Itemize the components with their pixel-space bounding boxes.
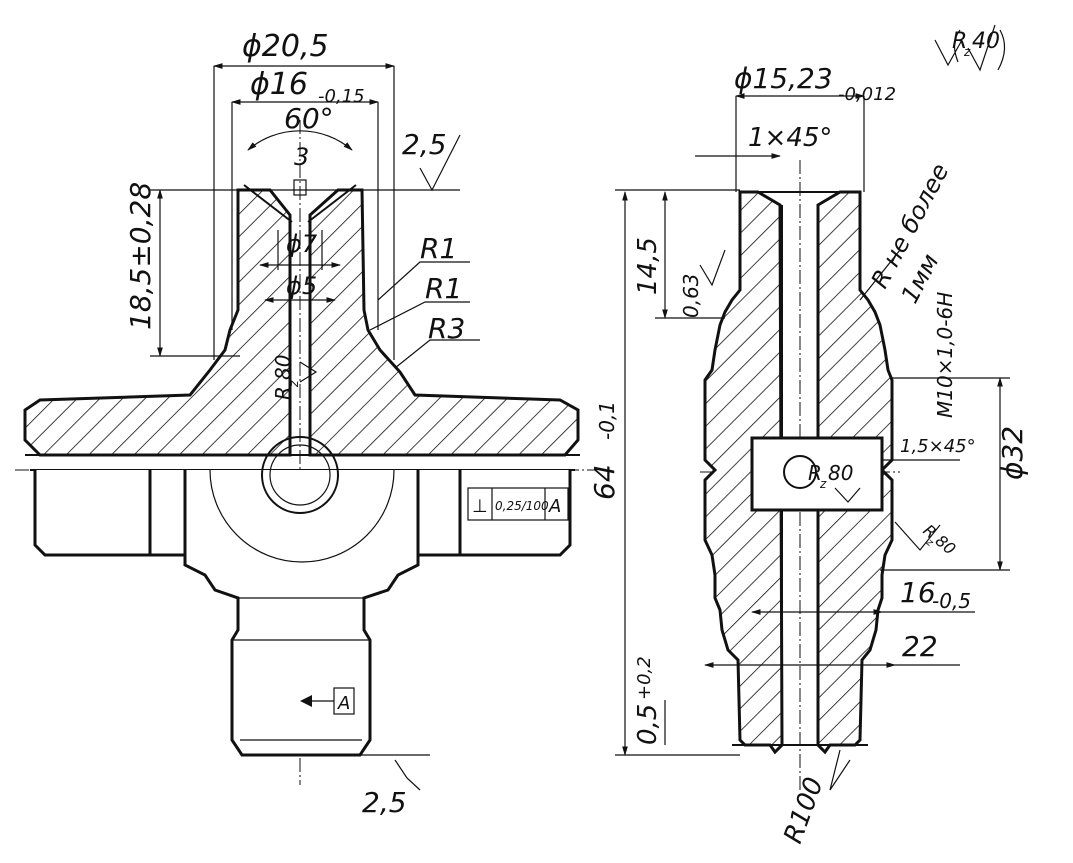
dim-top-dia: ϕ15,23 [734,62,833,95]
rough-general-r: R [952,29,967,54]
dim-16-tol: -0,5 [932,589,971,613]
dim-phi16-tol: -0,15 [318,86,365,107]
dim-slot-3: 3 [294,143,309,171]
rough-side-value: 0,63 [679,273,703,318]
rough-bottom-value: 2,5 [362,786,407,819]
radius-r1-a: R1 [420,232,457,265]
dim-thread: M10×1,0-6H [933,292,957,418]
left-ball-inner [269,444,331,506]
dim-total-tol: -0,1 [595,401,619,440]
dim-height-185: 18,5±0,28 [124,182,157,330]
left-cone-left [243,184,293,223]
dim-phi5: ϕ5 [286,272,317,300]
rough-top-value: 2,5 [402,128,447,161]
leader-radius-note [859,249,901,301]
rough-general-z: z [963,45,971,59]
dim-arc-60 [247,130,353,151]
leader-r1b [369,301,470,331]
perpendicularity-frame [467,487,569,521]
dim-total-64: 64 [588,464,621,500]
radius-r3: R3 [428,312,465,345]
right-view: R z 40 ϕ15,23 -0,012 1×45° 14,5 0,63 R н… [588,24,1029,848]
dim-phi205: ϕ20,5 [242,29,329,64]
dim-16: 16 [900,576,936,609]
rough-symbol-bottom [394,759,421,791]
rough-hole-r: R [808,461,822,485]
leader-r1a [377,261,470,301]
rough-bottom-r100: R100 [778,774,829,848]
left-view: ϕ20,5 ϕ16 -0,15 60° 3 ϕ7 ϕ5 18,5±0,28 R1… [15,29,595,819]
dim-phi16: ϕ16 [250,67,308,102]
dim-angle-60: 60° [284,102,334,135]
leader-r3 [394,339,480,369]
datum-a-label: A [337,693,350,714]
dim-phi32: ϕ32 [996,426,1029,480]
rough-symbol-bracket [953,29,1006,71]
dim-chamfer2: 1,5×45° [900,436,976,457]
rough-hole-val: 80 [828,461,853,485]
perp-symbol: ⊥ [472,496,488,517]
rough-bore-label: R z 80 [271,355,301,400]
dim-22: 22 [902,630,938,663]
left-lower-body [33,470,572,757]
rough-symbol-check [967,24,996,72]
rough-bore-r: R [271,386,295,400]
rough-face-val: 80 [932,531,960,559]
rough-symbol-general [934,39,963,67]
dim-phi7: ϕ7 [286,230,318,258]
right-cross-hole [750,436,884,512]
rough-symbol-top [419,134,461,192]
dim-05: 0,5 [633,704,663,745]
dim-chamfer: 1×45° [748,123,832,153]
dim-depth-145: 14,5 [633,237,663,295]
right-cross-hole-circle [783,455,817,489]
dim-05-tol: +0,2 [634,656,655,700]
left-ball [261,436,339,514]
rough-symbol-face [894,521,941,551]
rough-symbol-side [699,249,726,287]
rough-hole-z: z [819,477,827,491]
rough-face-label: R z 80 [919,521,960,559]
rough-symbol-bottom-right [829,749,851,791]
left-cone-right [307,184,357,223]
rough-bore-z: z [287,380,301,388]
rough-bore-val: 80 [271,355,295,380]
left-upper-section [23,188,292,457]
dim-top-tol: -0,012 [838,84,896,105]
rough-general-val: 40 [972,29,1000,54]
left-inner-arc [209,469,395,563]
rough-symbol-hole [834,487,861,503]
datum-triangle [300,695,312,707]
left-slot [293,179,307,196]
perp-datum: A [548,496,561,517]
radius-r1-b: R1 [425,272,462,305]
perp-value: 0,25/100 [495,499,549,513]
rough-symbol-bore [299,361,318,383]
